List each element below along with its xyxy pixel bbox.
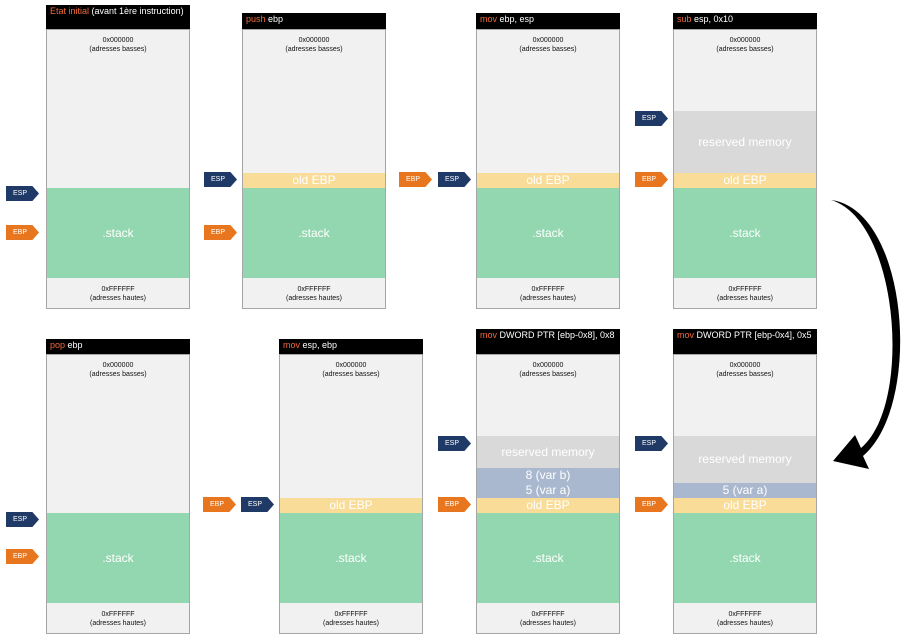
instruction-operands: DWORD PTR [ebp-0x8], 0x8 — [497, 330, 615, 340]
ebp-pointer: EBP — [635, 172, 668, 187]
instruction-keyword: mov — [677, 330, 695, 340]
low-address: 0x000000(adresses basses) — [322, 362, 380, 378]
memory-box: 0x000000(adresses basses) reserved memor… — [673, 354, 817, 634]
memory-box: 0x000000(adresses basses) reserved memor… — [476, 354, 620, 634]
stack-region: .stack — [280, 513, 422, 603]
stack-region: .stack — [47, 513, 189, 603]
instruction-operands: ebp, esp — [497, 14, 535, 24]
esp-pointer: ESP — [6, 186, 39, 201]
var-a-slot: 5 (var a) — [477, 483, 619, 498]
high-address: 0xFFFFFF(adresses hautes) — [519, 286, 577, 302]
instruction-operands: (avant 1ère instruction) — [89, 6, 184, 16]
old-ebp-slot: old EBP — [674, 498, 816, 513]
instruction-operands: ebp — [65, 340, 83, 350]
memory-box: 0x000000(adresses basses) .stack 0xFFFFF… — [46, 29, 190, 309]
panel-instruction: push ebp — [242, 13, 386, 29]
high-address: 0xFFFFFF(adresses hautes) — [89, 611, 147, 627]
high-address: 0xFFFFFF(adresses hautes) — [285, 286, 343, 302]
high-address: 0xFFFFFF(adresses hautes) — [716, 611, 774, 627]
stack-region: .stack — [477, 188, 619, 278]
memory-box: 0x000000(adresses basses) old EBP .stack… — [279, 354, 423, 634]
instruction-keyword: sub — [677, 14, 692, 24]
high-address: 0xFFFFFF(adresses hautes) — [716, 286, 774, 302]
ebp-pointer: EBP — [6, 549, 39, 564]
panel-initial-state: Etat initial (avant 1ère instruction) 0x… — [46, 5, 190, 309]
old-ebp-slot: old EBP — [280, 498, 422, 513]
ebp-pointer: EBP — [204, 225, 237, 240]
reserved-memory: reserved memory — [674, 111, 816, 173]
reserved-memory: reserved memory — [674, 436, 816, 483]
esp-pointer: ESP — [204, 172, 237, 187]
stack-region: .stack — [477, 513, 619, 603]
panel-instruction: pop ebp — [46, 339, 190, 354]
esp-pointer: ESP — [438, 172, 471, 187]
low-address: 0x000000(adresses basses) — [716, 362, 774, 378]
panel-instruction: mov ebp, esp — [476, 13, 620, 29]
esp-pointer: ESP — [241, 497, 274, 512]
stack-region: .stack — [47, 188, 189, 278]
panel-push-ebp: push ebp 0x000000(adresses basses) old E… — [242, 13, 386, 309]
reserved-memory: reserved memory — [477, 436, 619, 468]
old-ebp-slot: old EBP — [477, 498, 619, 513]
panel-instruction: mov esp, ebp — [279, 339, 423, 354]
ebp-pointer: EBP — [203, 497, 236, 512]
var-a-slot: 5 (var a) — [674, 483, 816, 498]
instruction-keyword: mov — [480, 14, 498, 24]
low-address: 0x000000(adresses basses) — [285, 37, 343, 53]
panel-mov-esp-ebp: mov esp, ebp 0x000000(adresses basses) o… — [279, 339, 423, 634]
instruction-operands: ebp — [265, 14, 284, 24]
esp-pointer: ESP — [438, 436, 471, 451]
old-ebp-slot: old EBP — [674, 173, 816, 188]
low-address: 0x000000(adresses basses) — [89, 37, 147, 53]
ebp-pointer: EBP — [635, 497, 668, 512]
panel-sub-esp: sub esp, 0x10 0x000000(adresses basses) … — [673, 13, 817, 309]
low-address: 0x000000(adresses basses) — [716, 37, 774, 53]
memory-box: 0x000000(adresses basses) .stack 0xFFFFF… — [46, 354, 190, 634]
high-address: 0xFFFFFF(adresses hautes) — [89, 286, 147, 302]
instruction-operands: esp, ebp — [300, 340, 338, 350]
var-b-slot: 8 (var b) — [477, 468, 619, 483]
esp-pointer: ESP — [635, 436, 668, 451]
instruction-operands: esp, 0x10 — [691, 14, 734, 24]
ebp-pointer: EBP — [399, 172, 432, 187]
esp-pointer: ESP — [6, 512, 39, 527]
low-address: 0x000000(adresses basses) — [519, 37, 577, 53]
instruction-operands: DWORD PTR [ebp-0x4], 0x5 — [694, 330, 812, 340]
old-ebp-slot: old EBP — [243, 173, 385, 188]
ebp-pointer: EBP — [6, 225, 39, 240]
instruction-keyword: mov — [283, 340, 301, 350]
stack-region: .stack — [674, 188, 816, 278]
panel-instruction: mov DWORD PTR [ebp-0x8], 0x8 — [476, 329, 620, 354]
flow-arrow-icon — [831, 200, 901, 469]
stack-region: .stack — [674, 513, 816, 603]
instruction-keyword: Etat initial — [50, 6, 90, 16]
memory-box: 0x000000(adresses basses) old EBP .stack… — [476, 29, 620, 309]
panel-pop-ebp: pop ebp 0x000000(adresses basses) .stack… — [46, 339, 190, 634]
memory-box: 0x000000(adresses basses) reserved memor… — [673, 29, 817, 309]
panel-instruction: mov DWORD PTR [ebp-0x4], 0x5 — [673, 329, 817, 354]
low-address: 0x000000(adresses basses) — [519, 362, 577, 378]
high-address: 0xFFFFFF(adresses hautes) — [519, 611, 577, 627]
high-address: 0xFFFFFF(adresses hautes) — [322, 611, 380, 627]
instruction-keyword: push — [246, 14, 266, 24]
ebp-pointer: EBP — [438, 497, 471, 512]
instruction-keyword: mov — [480, 330, 498, 340]
panel-mov-var-a: mov DWORD PTR [ebp-0x4], 0x5 0x000000(ad… — [673, 329, 817, 634]
panel-mov-var-b: mov DWORD PTR [ebp-0x8], 0x8 0x000000(ad… — [476, 329, 620, 634]
panel-instruction: sub esp, 0x10 — [673, 13, 817, 29]
memory-box: 0x000000(adresses basses) old EBP .stack… — [242, 29, 386, 309]
panel-mov-ebp-esp: mov ebp, esp 0x000000(adresses basses) o… — [476, 13, 620, 309]
instruction-keyword: pop — [50, 340, 66, 350]
low-address: 0x000000(adresses basses) — [89, 362, 147, 378]
old-ebp-slot: old EBP — [477, 173, 619, 188]
esp-pointer: ESP — [635, 111, 668, 126]
stack-region: .stack — [243, 188, 385, 278]
panel-instruction: Etat initial (avant 1ère instruction) — [46, 5, 190, 29]
